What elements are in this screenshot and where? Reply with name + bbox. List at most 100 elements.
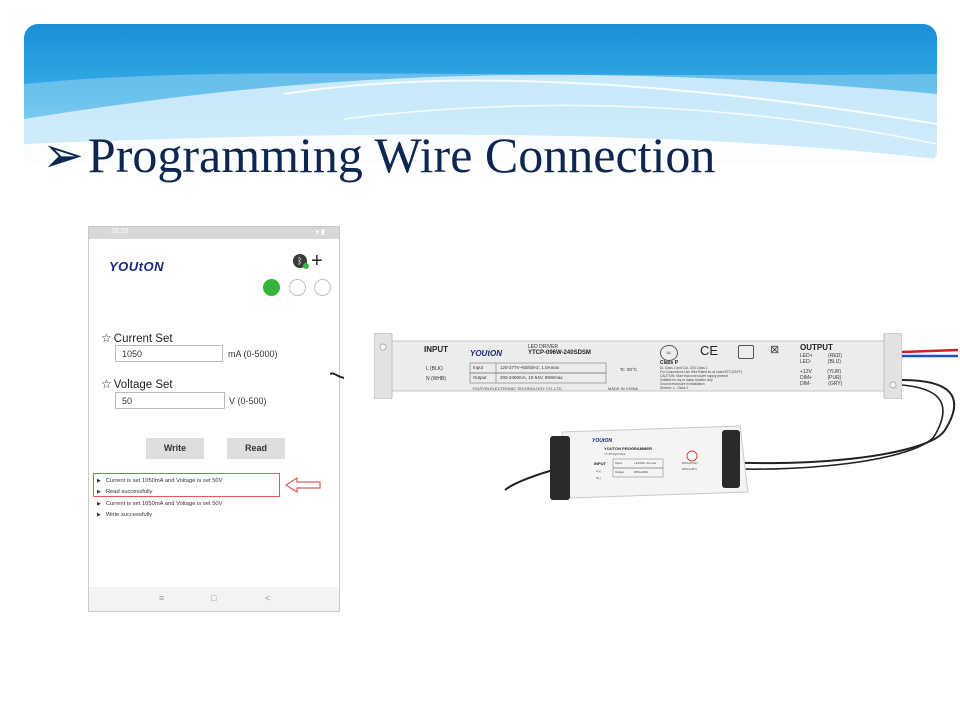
weee-bin-icon: ⊠ [770,344,780,356]
led-driver: INPUT L (BLK) N (WHB) YOUtON LED DRIVER … [374,333,902,399]
read-button[interactable]: Read [227,438,285,459]
back-icon[interactable]: < [265,593,271,603]
status-icons: ⋅⋅ ▾ ▮ [309,229,325,236]
log-text: Read successfully [105,489,153,495]
driver-case [374,340,902,392]
mount-hole [379,343,387,351]
mount-hole [889,381,897,389]
output-code: (PUR) [827,375,842,381]
cert-line: Suitable for dry or damp location only [660,378,713,382]
programmer-end-cap [550,436,570,500]
programmer-end-cap [722,430,740,488]
programmer-wires: L(+) N(-) [596,468,601,482]
connection-indicator-off [289,279,306,296]
programmer-name: YOUTON PROGRAMMER [604,446,652,451]
log-line: ▶ Current is set 1050mA and Voltage is se… [97,501,223,507]
wire-label: N(-) [596,476,602,480]
wire-label: L (BLK) [426,366,443,372]
ul-listing-icon: UL [660,345,678,361]
home-icon[interactable]: □ [211,593,217,603]
programmer-spec-table [612,467,664,478]
dim-cable [689,379,956,465]
star-icon: ☆ [101,377,112,391]
highlight-box [93,473,280,497]
output-code: (BLU) [827,359,841,365]
mount-tab [883,333,902,399]
menu-icon[interactable]: ≡ [159,593,165,603]
driver-output-heading: OUTPUT [800,343,833,352]
log-text: Current is set 1050mA and Voltage is set… [105,478,223,484]
ce-mark: CE [700,343,719,358]
output-label: +12V [800,369,812,375]
voltage-set-label: ☆Voltage Set [101,377,173,391]
wiring [330,348,959,491]
current-input[interactable]: 1050 [115,345,223,362]
output-code: (RED) [828,353,842,359]
status-led-icon [686,450,698,462]
driver-model: YTCP-096W-240SDSM [528,350,591,356]
banner-wave-line [283,79,937,125]
slide-title: ➢Programming Wire Connection [42,126,715,184]
connection-indicator-off [314,279,331,296]
youton-programmer: YOUtON YOUTON PROGRAMMER YT-BT-PROG01 IN… [500,396,960,516]
driver-input-heading: INPUT [424,345,448,354]
status-bar: 16:55 ⋅⋅ ▾ ▮ [89,227,339,239]
cert-line: UL Class 2 and CUL LED Class 2 [660,366,708,370]
spec-value: 120-277V~50/60Hz, 1.0Amax [500,365,560,370]
log-text: Write successfully [105,512,153,518]
cert-text: UL Class 2 and CUL LED Class 2 For Conne… [660,366,800,390]
banner-wave-line [343,104,937,145]
voltage-set-label-text: Voltage Set [113,379,173,391]
spec-value: DIM+/DIM- [634,470,649,474]
mount-tab [374,333,393,399]
write-button[interactable]: Write [146,438,204,459]
connection-indicator-on [263,279,280,296]
driver-brand: YOUtON [470,349,502,358]
dim-cable [694,384,944,470]
driver-company: YOUTON ELECTRONIC TECHNOLOGY CO.,LTD. [472,386,563,391]
cert-line: CAUTION: More than one power supply pres… [660,374,728,378]
bullet-icon: ▶ [97,512,101,518]
side-label: DIM-(GRY) [682,467,697,471]
driver-output-list: LED+ (RED) LED- (BLU) +12V (YLW) DIM+ (P… [800,353,842,387]
voltage-unit: V (0-500) [229,396,267,406]
input-cable [330,372,345,379]
spec-key: Output [615,470,625,474]
bullet-icon: ▶ [97,489,101,495]
log-line: ▶ Read successfully [97,489,153,495]
wire-label: L(+) [596,469,602,473]
programmer-input-label: INPUT [594,461,606,466]
programmer-side-labels: DIM+(PUR) DIM-(GRY) [682,460,698,472]
damp-location-icon [738,345,754,359]
spec-key: Output [473,375,487,380]
status-time: 16:55 [111,228,129,235]
current-unit: mA (0-5000) [228,349,278,359]
phone-app-screenshot: 16:55 ⋅⋅ ▾ ▮ YOUtON ᛒ + ☆Current Set 105… [88,226,340,612]
spec-value: 200-2400mA, 10-54V, 96Wmax [500,375,563,380]
programmer-model: YT-BT-PROG01 [604,452,626,456]
bullet-icon: ▶ [97,501,101,507]
side-label: DIM+(PUR) [682,461,698,465]
spec-key: Input [615,461,622,465]
cert-line: Ground enclosure in installation [660,382,705,386]
app-logo: YOUtON [109,259,164,274]
current-set-label: ☆Current Set [101,331,173,345]
cert-line: For Connections Use Wire Rated for at Le… [660,370,743,374]
star-icon: ☆ [101,331,112,345]
current-set-label-text: Current Set [113,333,173,345]
programmer-brand: YOUtON [592,438,612,444]
bullet-arrow-icon: ➢ [42,127,84,183]
voltage-input[interactable]: 50 [115,392,225,409]
header-banner [24,24,937,164]
spec-key: Input [473,365,484,370]
navigation-bar: ≡ □ < [89,587,339,611]
bluetooth-status-dot [303,263,309,269]
driver-input-wires: L (BLK) N (WHB) [426,364,446,384]
output-label: DIM+ [800,375,813,381]
log-line: ▶Current is set 1050mA and Voltage is se… [97,478,223,484]
add-device-icon[interactable]: + [311,250,323,272]
log-text: Current is set 1050mA and Voltage is set… [105,501,223,507]
output-code: (GRY) [828,381,843,387]
output-label: DIM- [800,381,811,387]
driver-origin: MADE IN CHINA [608,386,639,391]
